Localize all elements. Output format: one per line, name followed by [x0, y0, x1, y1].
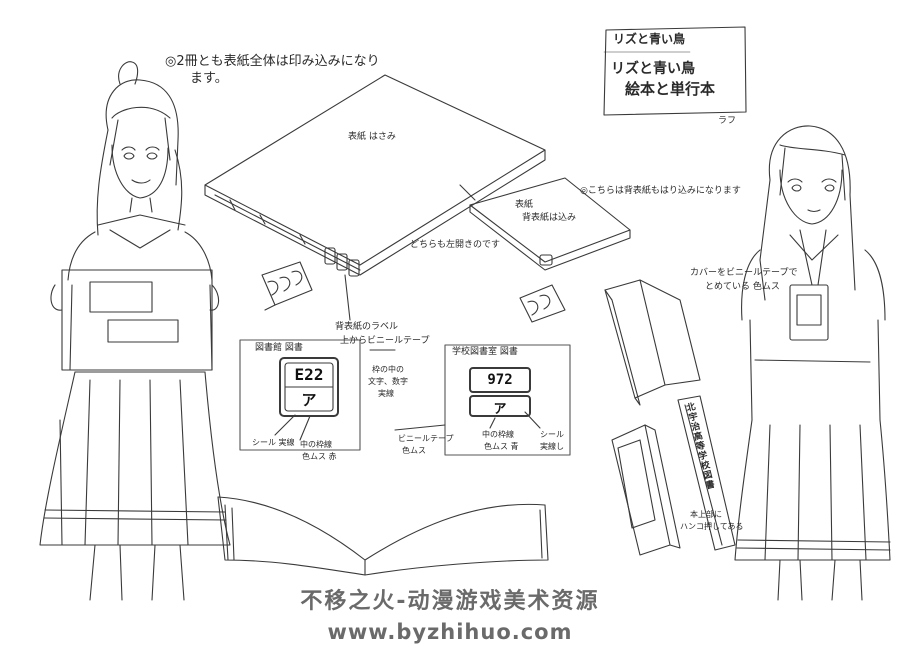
title-line1: リズと青い鳥	[613, 32, 686, 46]
closed-book-small	[469, 177, 631, 271]
title-line3: 絵本と単行本	[625, 80, 716, 98]
open-book	[217, 496, 549, 576]
title-line2: リズと青い鳥	[611, 61, 695, 77]
spine-label-line1: 背表紙のラベル	[335, 322, 399, 332]
inner-frame-left-line1: 中の枠線	[300, 440, 332, 449]
closed-book-large	[204, 74, 546, 277]
title-block: リズと青い鳥 リズと青い鳥 絵本と単行本	[605, 28, 745, 113]
middle-note-line1: 枠の中の	[372, 365, 404, 374]
tag-right-top: 972	[487, 372, 513, 388]
library-label-right	[444, 344, 571, 456]
tag-right-bottom: ア	[493, 402, 507, 417]
top-note-line2: ます。	[190, 71, 228, 86]
tag-left-top: E22	[294, 365, 324, 384]
stamp-note-line2: ハンコ押してある	[680, 522, 744, 531]
title-box	[603, 26, 747, 116]
seal-right-line2: 実線し	[540, 442, 564, 451]
inner-frame-right-line1: 中の枠線	[482, 430, 514, 439]
middle-note-line3: 実線	[378, 389, 394, 398]
library-label-left	[239, 339, 361, 451]
vinyl-note-line2: とめている 色ムス	[705, 282, 780, 292]
vinyl-note-line1: カバーをビニールテープで	[690, 268, 798, 278]
left-girl-sketch	[39, 61, 231, 601]
spine-book-standing	[677, 395, 736, 551]
seal-left-note: シール 実線	[252, 438, 295, 447]
right-book-label-line2: 背表紙は込み	[522, 213, 577, 223]
vinyl-tape-note: ビニールテープ	[398, 434, 454, 443]
signature: ラフ	[718, 116, 737, 126]
inner-frame-right-line2: 色ムス 青	[484, 442, 519, 451]
both-same-note: どちらも左開きのです	[410, 240, 501, 250]
watermark-title: 不移之火-动漫游戏美术资源	[300, 589, 600, 614]
color-none-note: 色ムス	[402, 446, 426, 455]
spine-label-line2: 上からビニールテープ	[340, 336, 430, 346]
right-girl-sketch	[734, 125, 891, 601]
stamp-note-line1: 本上部に	[690, 510, 722, 519]
right-book-label-line1: 表紙	[515, 200, 534, 210]
watermark-url: www.byzhihuo.com	[327, 620, 573, 644]
spine-closeup-right	[519, 284, 566, 323]
library-right-title: 学校図書室 図書	[452, 347, 518, 357]
leaning-book	[611, 424, 681, 556]
tag-left-bottom: ア	[301, 391, 317, 409]
library-left-title: 図書館 図書	[255, 343, 303, 353]
inner-frame-left-line2: 色ムス 赤	[302, 452, 337, 461]
middle-note-line2: 文字、数字	[368, 377, 408, 386]
standing-book-open	[604, 279, 701, 406]
cover-label: 表紙 はさみ	[348, 132, 396, 142]
right-book-note: ◎こちらは背表紙もはり込みになります	[580, 186, 741, 196]
top-note-line1: ◎2冊とも表紙全体は印み込みになり	[165, 54, 380, 69]
seal-right-line1: シール	[540, 430, 564, 439]
spine-closeup-left	[261, 261, 313, 311]
